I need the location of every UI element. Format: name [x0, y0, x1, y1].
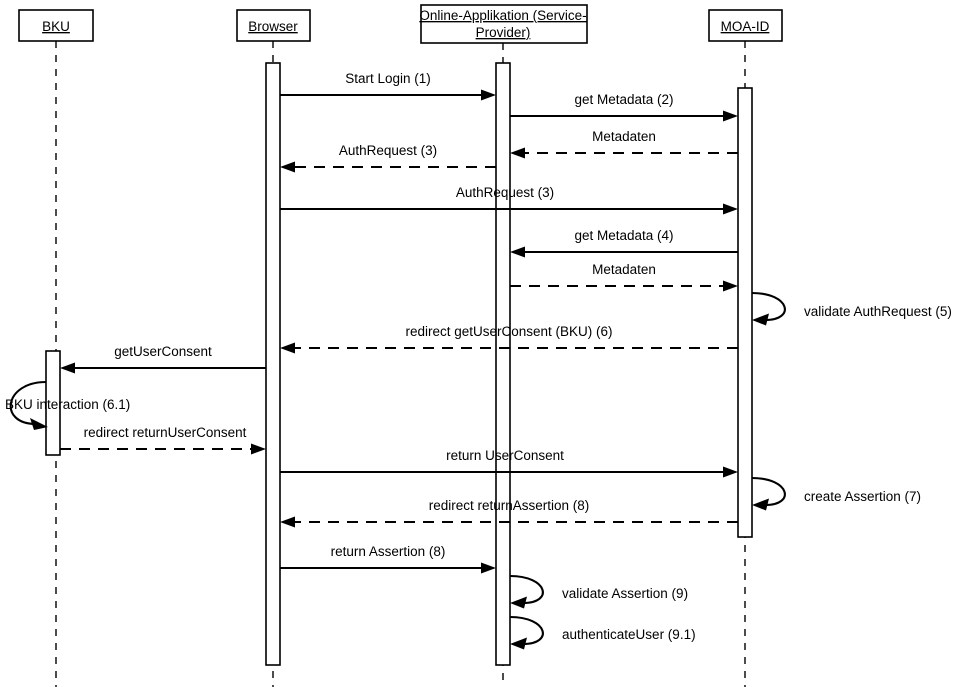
- arrowhead-validate-authrequest: [752, 313, 769, 326]
- message-label-return-assertion: return Assertion (8): [331, 544, 446, 559]
- message-label-redirect-returnuserconsent: redirect returnUserConsent: [84, 425, 247, 440]
- message-label-redirect-getuserconsent: redirect getUserConsent (BKU) (6): [405, 324, 612, 339]
- arrowhead-authrequest-3-to-browser: [280, 161, 295, 173]
- arrowhead-start-login: [481, 89, 496, 101]
- lifeline-header-online-applikation[interactable]: Online-Applikation (Service- Provider): [419, 4, 588, 44]
- lifeline-label-browser: Browser: [248, 19, 298, 34]
- arrowhead-redirect-returnuserconsent: [251, 443, 266, 455]
- message-redirect-returnassertion[interactable]: redirect returnAssertion (8): [280, 498, 738, 528]
- lifeline-label-moa-id: MOA-ID: [721, 19, 770, 34]
- message-label-create-assertion: create Assertion (7): [804, 489, 921, 504]
- message-label-start-login: Start Login (1): [345, 71, 431, 86]
- lifeline-box-bku[interactable]: [18, 9, 94, 42]
- message-authenticate-user[interactable]: authenticateUser (9.1): [509, 615, 696, 650]
- message-label-metadaten-1: Metadaten: [592, 129, 656, 144]
- message-start-login[interactable]: Start Login (1): [280, 71, 496, 101]
- message-validate-authrequest[interactable]: validate AuthRequest (5): [751, 291, 952, 326]
- lifeline-box-browser[interactable]: [236, 9, 311, 42]
- message-metadaten-1[interactable]: Metadaten: [510, 129, 738, 159]
- message-get-metadata-2[interactable]: get Metadata (2): [510, 92, 738, 122]
- message-get-metadata-4[interactable]: get Metadata (4): [510, 228, 738, 258]
- arrowhead-return-userconsent: [723, 466, 738, 478]
- message-label-validate-assertion: validate Assertion (9): [562, 586, 688, 601]
- message-label-authenticate-user: authenticateUser (9.1): [562, 627, 696, 642]
- arrowhead-return-assertion: [481, 562, 496, 574]
- activation-bar-moaid: [737, 87, 753, 538]
- lifeline-box-online-applikation[interactable]: [420, 4, 588, 44]
- message-label-authrequest-3-to-browser: AuthRequest (3): [339, 143, 437, 158]
- message-label-return-userconsent: return UserConsent: [446, 448, 564, 463]
- message-return-userconsent[interactable]: return UserConsent: [280, 448, 738, 478]
- message-redirect-returnuserconsent[interactable]: redirect returnUserConsent: [60, 425, 266, 455]
- activation-bar-browser: [265, 62, 281, 666]
- arrowhead-create-assertion: [752, 498, 769, 511]
- message-label-metadaten-2: Metadaten: [592, 262, 656, 277]
- activation-bar-oa: [495, 62, 511, 666]
- arrowhead-authrequest-3-to-moaid: [723, 203, 738, 215]
- activation-bars: [45, 62, 753, 666]
- message-getuserconsent[interactable]: getUserConsent: [60, 344, 266, 374]
- lifeline-header-browser[interactable]: Browser: [236, 9, 311, 42]
- message-label-redirect-returnassertion: redirect returnAssertion (8): [429, 498, 590, 513]
- lifeline-box-moa-id[interactable]: [708, 9, 783, 42]
- arrowhead-get-metadata-4: [510, 246, 525, 258]
- message-redirect-getuserconsent[interactable]: redirect getUserConsent (BKU) (6): [280, 324, 738, 354]
- message-label-get-metadata-4: get Metadata (4): [574, 228, 673, 243]
- message-line-create-assertion[interactable]: [751, 476, 786, 507]
- lifeline-header-bku[interactable]: BKU: [18, 9, 94, 42]
- lifeline-label-bku: BKU: [42, 19, 70, 34]
- message-line-bku-interaction[interactable]: [9, 380, 47, 426]
- message-validate-assertion[interactable]: validate Assertion (9): [509, 574, 688, 609]
- lifeline-label-online-applikation-line2: Provider): [476, 25, 531, 40]
- arrowhead-redirect-getuserconsent: [280, 342, 295, 354]
- message-create-assertion[interactable]: create Assertion (7): [751, 476, 921, 511]
- message-return-assertion[interactable]: return Assertion (8): [280, 544, 496, 574]
- arrowhead-validate-assertion: [510, 596, 527, 609]
- arrowhead-bku-interaction: [30, 418, 48, 430]
- arrowhead-metadaten-1: [510, 147, 525, 159]
- message-label-bku-interaction: BKU interaction (6.1): [5, 397, 130, 412]
- message-line-validate-assertion[interactable]: [509, 574, 544, 605]
- activation-bar-bku: [45, 350, 61, 456]
- message-line-validate-authrequest[interactable]: [751, 291, 786, 322]
- arrowhead-get-metadata-2: [723, 110, 738, 122]
- lifeline-label-online-applikation-line1: Online-Applikation (Service-: [419, 8, 586, 23]
- message-bku-interaction[interactable]: BKU interaction (6.1): [5, 380, 130, 430]
- message-authrequest-3-to-browser[interactable]: AuthRequest (3): [280, 143, 496, 173]
- message-label-validate-authrequest: validate AuthRequest (5): [804, 304, 952, 319]
- message-label-getuserconsent: getUserConsent: [114, 344, 212, 359]
- message-line-authenticate-user[interactable]: [509, 615, 544, 646]
- arrowhead-metadaten-2: [723, 280, 738, 292]
- message-label-get-metadata-2: get Metadata (2): [574, 92, 673, 107]
- message-metadaten-2[interactable]: Metadaten: [510, 262, 738, 292]
- arrowhead-authenticate-user: [510, 637, 527, 650]
- arrowhead-getuserconsent: [60, 362, 75, 374]
- lifeline-header-moa-id[interactable]: MOA-ID: [708, 9, 783, 42]
- message-label-authrequest-3-to-moaid: AuthRequest (3): [456, 185, 554, 200]
- arrowhead-redirect-returnassertion: [280, 516, 295, 528]
- message-authrequest-3-to-moaid[interactable]: AuthRequest (3): [280, 185, 738, 215]
